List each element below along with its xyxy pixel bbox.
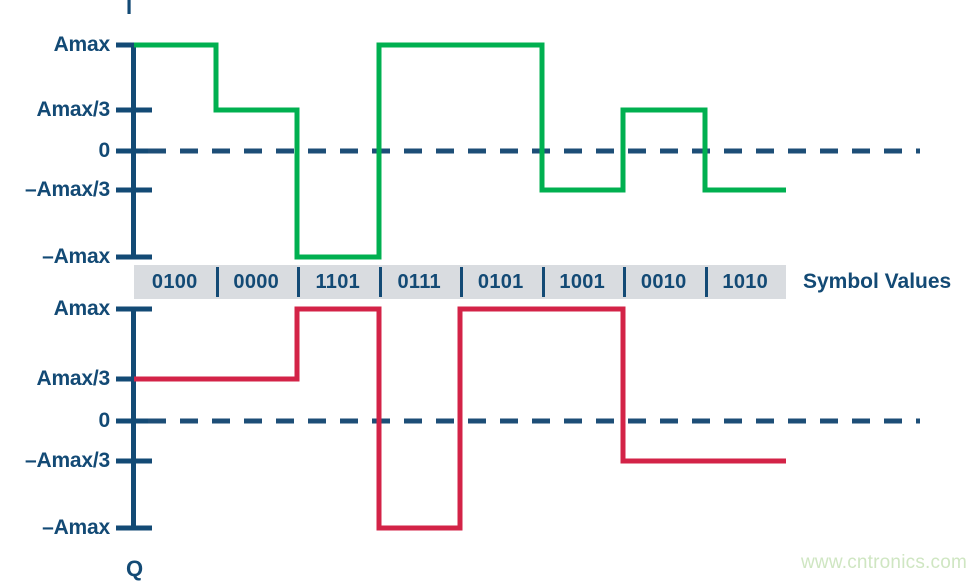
i-axis-tick-label-neg-amax: –Amax [42,245,110,268]
symbol-cell: 0101 [460,265,542,299]
q-axis-group [116,306,920,531]
q-axis-tick-label-amax-3: Amax/3 [36,367,110,390]
q-axis-tick-label-neg-amax: –Amax [42,516,110,539]
i-axis-tick-label-amax: Amax [53,33,111,56]
symbol-cell: 1101 [297,265,379,299]
i-axis-tick-label-neg-amax-3: –Amax/3 [25,178,110,201]
symbol-cell: 0100 [151,270,198,293]
symbol-cell: 1010 [704,265,787,299]
i-axis-name: I [126,0,133,19]
i-axis-tick-label-amax-3: Amax/3 [36,98,110,121]
q-axis-tick-label-zero: 0 [98,409,111,432]
symbol-values-label: Symbol Values [803,270,952,293]
q-waveform-trace [134,306,786,531]
i-axis-group [116,42,920,260]
i-waveform-trace [134,42,786,260]
site-watermark: www.cntronics.com [801,552,967,573]
symbol-cell: 1001 [541,265,624,299]
symbol-cell: 0000 [215,265,298,299]
i-axis-tick-label-zero: 0 [98,139,111,162]
q-axis-tick-label-neg-amax-3: –Amax/3 [25,449,110,472]
symbol-values-strip: 0100 0000 1101 0111 0101 1001 0010 1010 [134,265,786,299]
symbol-cell: 0010 [623,265,705,299]
q-axis-tick-label-amax: Amax [53,297,111,320]
symbol-cell: 0111 [378,265,461,299]
q-axis-name: Q [126,556,144,581]
